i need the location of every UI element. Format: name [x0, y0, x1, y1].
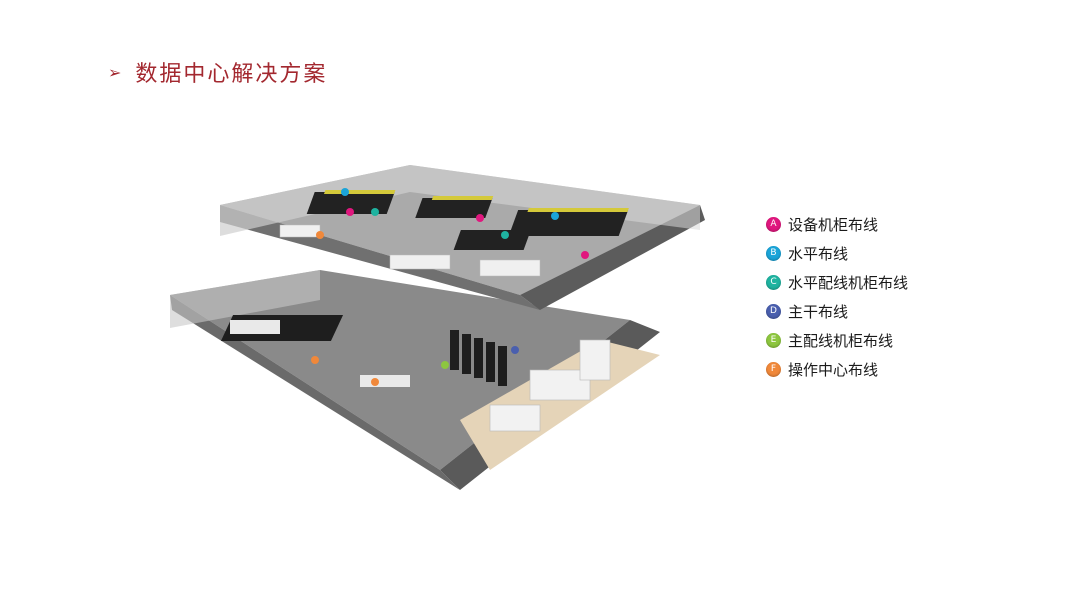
- legend-badge-f-icon: F: [766, 362, 781, 377]
- legend-item: D 主干布线: [766, 297, 908, 326]
- legend-label: 水平布线: [788, 245, 849, 263]
- legend-badge-a-icon: A: [766, 217, 781, 232]
- arrow-bullet-icon: ➢: [108, 62, 124, 82]
- cabling-legend: A 设备机柜布线 B 水平布线 C 水平配线机柜布线 D 主干布线 E 主配线机…: [766, 210, 908, 384]
- legend-item: E 主配线机柜布线: [766, 326, 908, 355]
- page-title-text: 数据中心解决方案: [135, 62, 328, 87]
- cabling-markers: [311, 188, 589, 386]
- legend-badge-d-icon: D: [766, 304, 781, 319]
- page-title: ➢ 数据中心解决方案: [108, 56, 327, 88]
- legend-item: F 操作中心布线: [766, 355, 908, 384]
- legend-label: 设备机柜布线: [788, 216, 879, 234]
- data-center-illustration: [170, 165, 705, 490]
- legend-item: A 设备机柜布线: [766, 210, 908, 239]
- upper-floor: [220, 165, 705, 310]
- legend-label: 水平配线机柜布线: [788, 274, 909, 292]
- upper-floor-racks: [306, 192, 629, 250]
- legend-item: B 水平布线: [766, 239, 908, 268]
- legend-badge-e-icon: E: [766, 333, 781, 348]
- legend-label: 主配线机柜布线: [788, 332, 894, 350]
- legend-label: 操作中心布线: [788, 361, 879, 379]
- legend-item: C 水平配线机柜布线: [766, 268, 908, 297]
- upper-floor-desks: [279, 224, 541, 277]
- legend-badge-c-icon: C: [766, 275, 781, 290]
- legend-badge-b-icon: B: [766, 246, 781, 261]
- lower-floor: [170, 270, 660, 490]
- legend-label: 主干布线: [788, 303, 849, 321]
- lower-floor-cabinets: [489, 339, 611, 432]
